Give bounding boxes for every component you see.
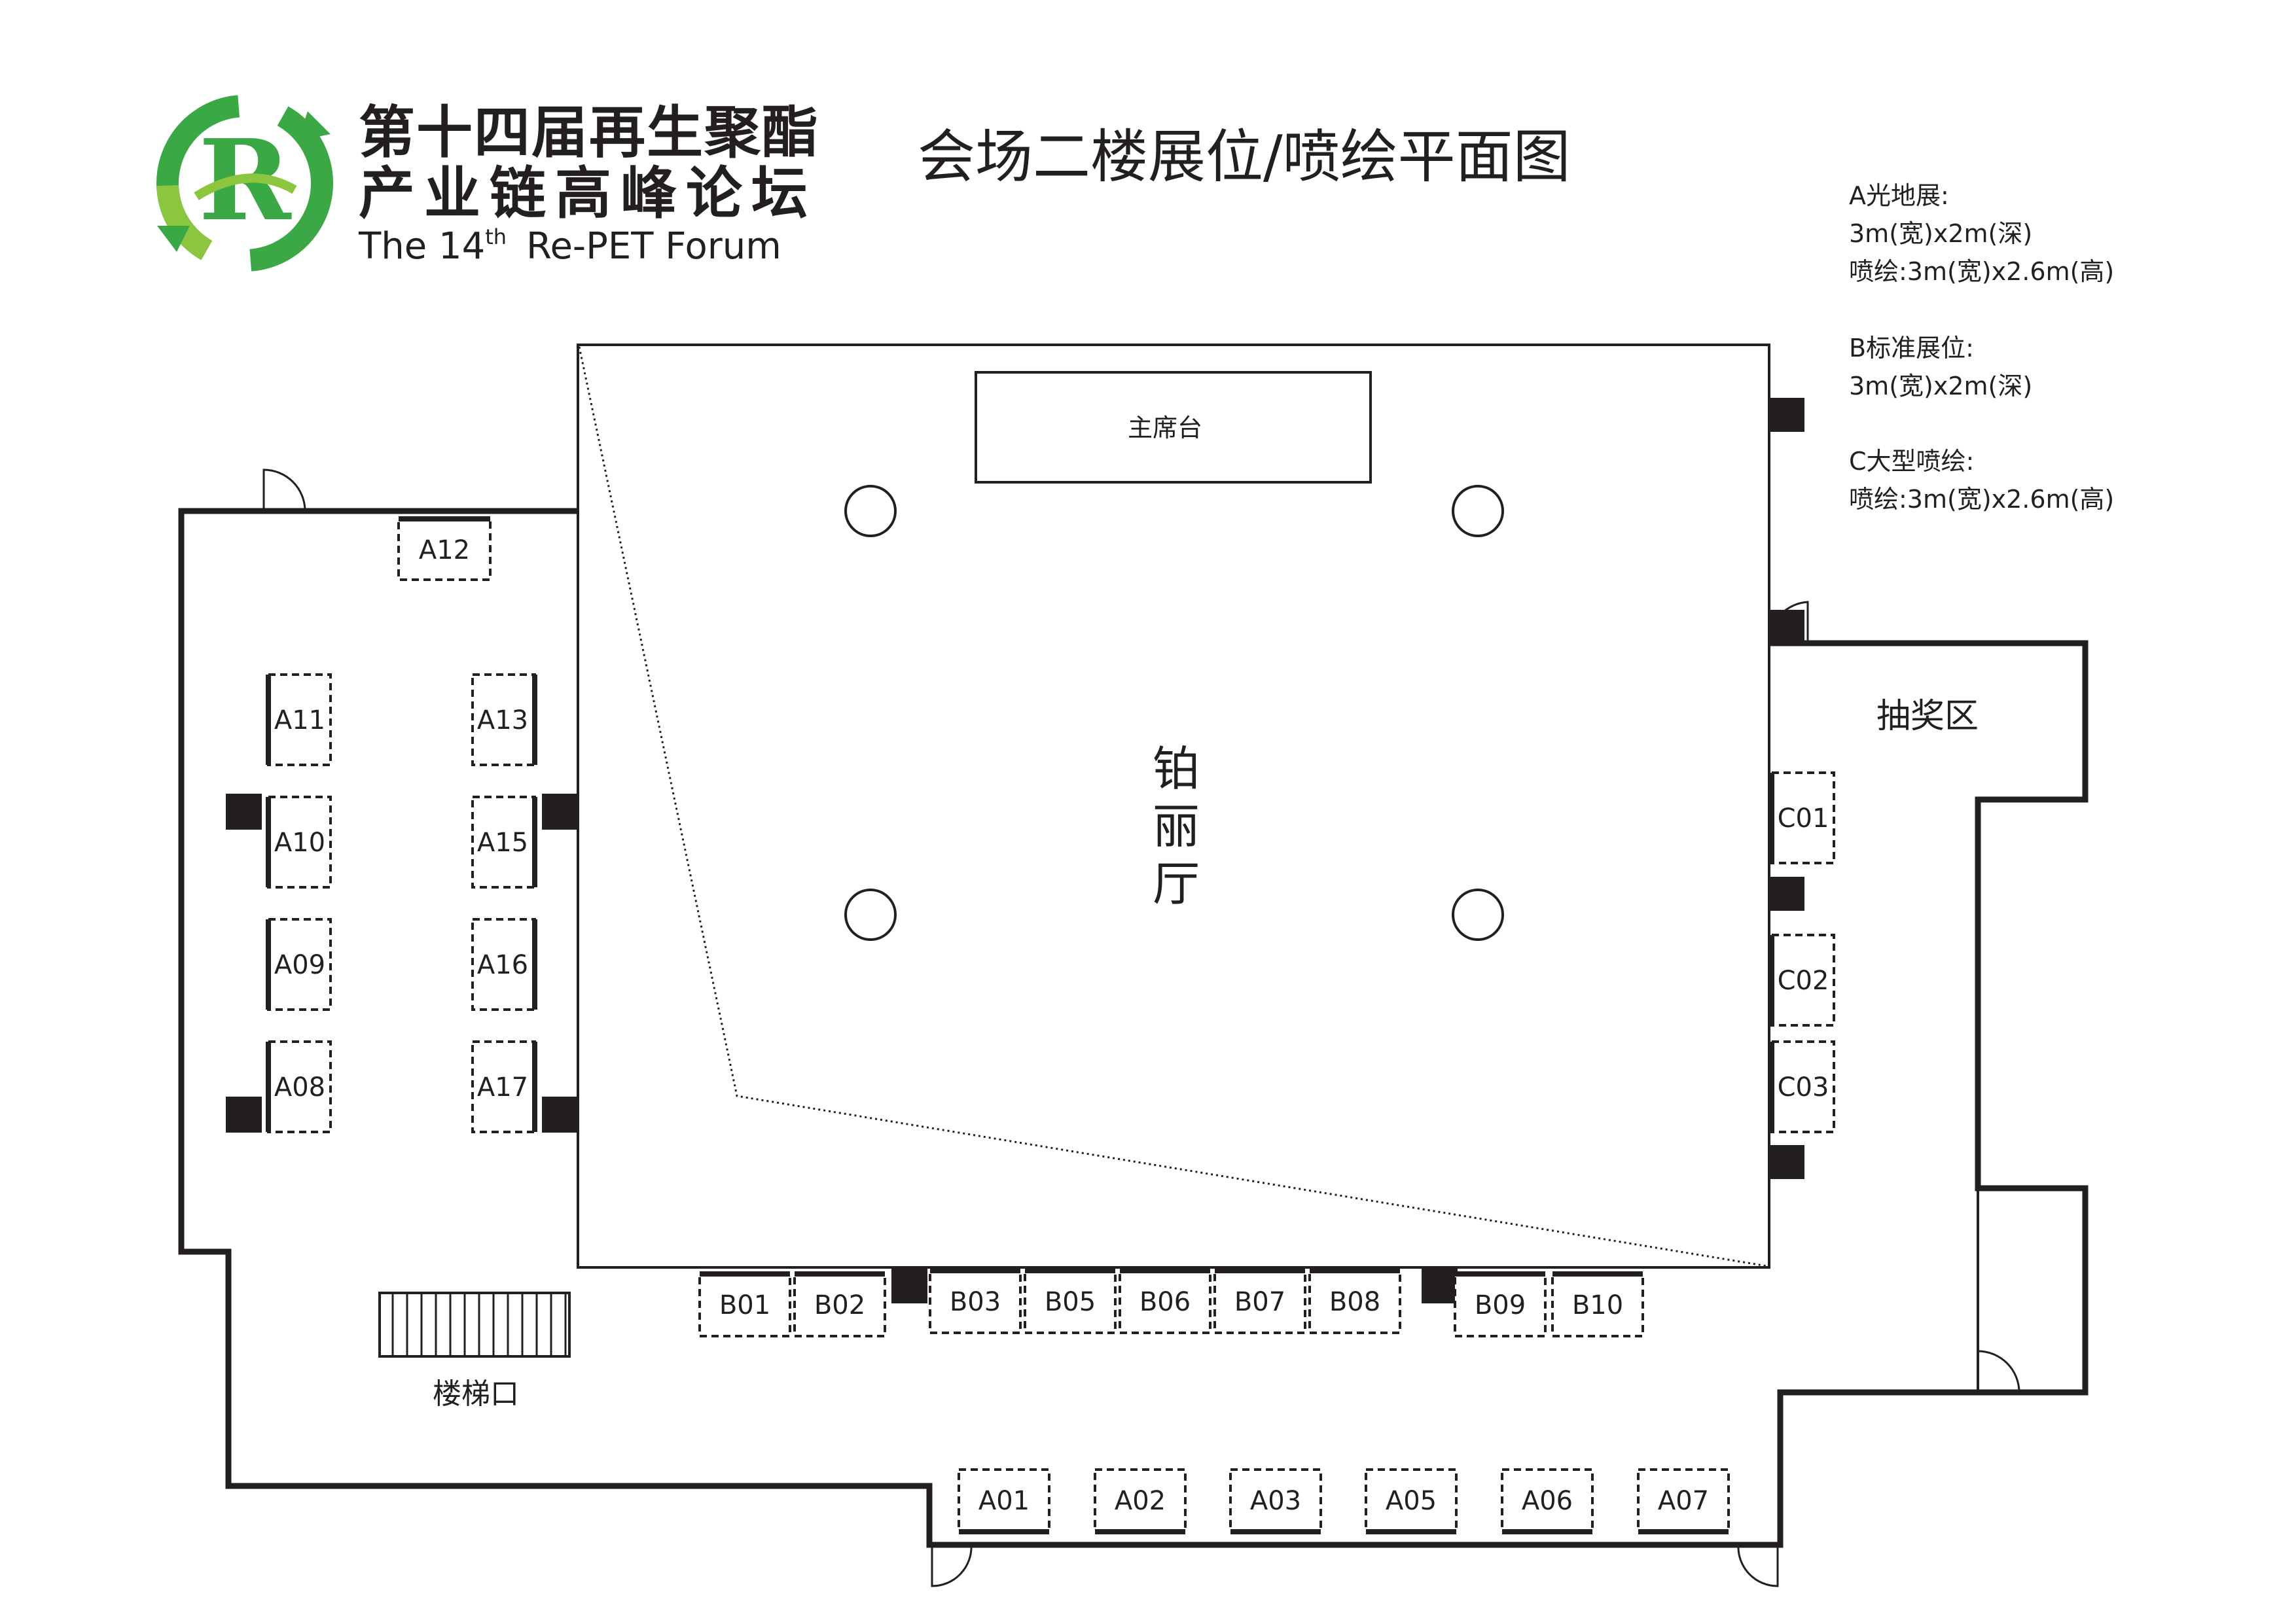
booth-b06[interactable]: B06 — [1119, 1268, 1211, 1334]
pillar — [1770, 398, 1804, 432]
svg-text:A05: A05 — [1386, 1486, 1437, 1516]
seating-boundary — [578, 346, 1768, 1267]
svg-text:B09: B09 — [1475, 1290, 1526, 1320]
booth-a15[interactable]: A15 — [471, 796, 537, 889]
svg-text:A08: A08 — [274, 1072, 325, 1103]
booth-a10[interactable]: A10 — [266, 796, 332, 889]
pillar — [1770, 877, 1804, 911]
legend-c-print: 喷绘:3m(宽)x2.6m(高) — [1849, 485, 2114, 514]
stairs — [378, 1292, 571, 1358]
booth-a11[interactable]: A11 — [266, 673, 332, 766]
door-icon — [931, 1544, 973, 1587]
svg-text:B10: B10 — [1572, 1290, 1623, 1320]
svg-text:A07: A07 — [1658, 1486, 1709, 1516]
svg-text:A12: A12 — [419, 535, 470, 565]
booth-a05[interactable]: A05 — [1365, 1468, 1458, 1534]
outer-wall-left — [178, 508, 2089, 1548]
booth-a01[interactable]: A01 — [958, 1468, 1050, 1534]
stage-label: 主席台 — [1128, 414, 1202, 442]
svg-text:A03: A03 — [1250, 1486, 1301, 1516]
pillar — [542, 794, 578, 830]
svg-text:A02: A02 — [1115, 1486, 1166, 1516]
pillar — [226, 1097, 262, 1133]
door-icon — [1737, 1544, 1779, 1587]
legend-a-size: 3m(宽)x2m(深) — [1849, 219, 2032, 248]
booth-a08[interactable]: A08 — [266, 1040, 332, 1133]
pillar — [226, 794, 262, 830]
svg-text:B03: B03 — [950, 1287, 1001, 1317]
forum-logo: R — [156, 95, 333, 272]
svg-text:C01: C01 — [1778, 803, 1829, 834]
door-icon — [1977, 1350, 2020, 1393]
svg-text:B08: B08 — [1329, 1287, 1380, 1317]
pillar — [1770, 1145, 1804, 1179]
legend-b-size: 3m(宽)x2m(深) — [1849, 372, 2032, 400]
booth-a06[interactable]: A06 — [1501, 1468, 1594, 1534]
svg-text:B01: B01 — [719, 1290, 770, 1320]
booth-a12[interactable]: A12 — [397, 516, 492, 581]
booth-a09[interactable]: A09 — [266, 918, 332, 1011]
svg-text:B05: B05 — [1045, 1287, 1096, 1317]
booth-a17[interactable]: A17 — [471, 1040, 537, 1133]
pillar — [891, 1267, 927, 1303]
svg-text:A06: A06 — [1522, 1486, 1573, 1516]
main-hall-name-1: 铂 — [1153, 741, 1200, 796]
svg-text:A10: A10 — [274, 828, 325, 858]
booth-a16[interactable]: A16 — [471, 918, 537, 1011]
legend-c-title: C大型喷绘: — [1849, 447, 1974, 476]
legend: A光地展: 3m(宽)x2m(深) 喷绘:3m(宽)x2.6m(高) B标准展位… — [1849, 181, 2114, 514]
booth-b08[interactable]: B08 — [1308, 1268, 1401, 1334]
svg-text:A01: A01 — [978, 1486, 1030, 1516]
booth-a03[interactable]: A03 — [1229, 1468, 1322, 1534]
booth-b05[interactable]: B05 — [1024, 1268, 1117, 1334]
svg-text:A16: A16 — [477, 950, 528, 980]
booth-c01[interactable]: C01 — [1769, 771, 1835, 864]
svg-text:C03: C03 — [1778, 1072, 1829, 1103]
booth-a13[interactable]: A13 — [471, 673, 537, 766]
booth-b09[interactable]: B09 — [1454, 1271, 1547, 1337]
legend-a-print: 喷绘:3m(宽)x2.6m(高) — [1849, 257, 2114, 286]
main-hall-name-2: 丽 — [1153, 799, 1200, 854]
svg-text:B06: B06 — [1139, 1287, 1191, 1317]
pillar — [1422, 1267, 1458, 1303]
booth-b01[interactable]: B01 — [698, 1271, 791, 1337]
svg-text:A09: A09 — [274, 950, 325, 980]
booth-c03[interactable]: C03 — [1769, 1040, 1835, 1133]
column — [1452, 889, 1504, 941]
booth-b10[interactable]: B10 — [1551, 1271, 1644, 1337]
stage — [975, 371, 1372, 484]
legend-a-title: A光地展: — [1849, 181, 1949, 210]
booth-b02[interactable]: B02 — [793, 1271, 886, 1337]
svg-text:A15: A15 — [477, 828, 528, 858]
svg-text:A17: A17 — [477, 1072, 528, 1103]
map-title: 会场二楼展位/喷绘平面图 — [918, 123, 1571, 190]
svg-text:A13: A13 — [477, 705, 528, 735]
pillar — [542, 1097, 578, 1133]
svg-text:C02: C02 — [1778, 966, 1829, 996]
pillar — [1770, 610, 1804, 644]
booth-b03[interactable]: B03 — [929, 1268, 1022, 1334]
booth-c02[interactable]: C02 — [1769, 934, 1835, 1027]
lottery-area-label: 抽奖区 — [1876, 697, 1979, 736]
booth-a02[interactable]: A02 — [1094, 1468, 1187, 1534]
stairs-label: 楼梯口 — [433, 1377, 519, 1411]
column — [844, 889, 897, 941]
legend-b-title: B标准展位: — [1849, 334, 1974, 362]
main-hall-name-3: 厅 — [1153, 856, 1200, 911]
booth-b07[interactable]: B07 — [1213, 1268, 1306, 1334]
svg-text:B02: B02 — [814, 1290, 865, 1320]
column — [844, 485, 897, 537]
booth-a07[interactable]: A07 — [1637, 1468, 1730, 1534]
svg-text:B07: B07 — [1234, 1287, 1285, 1317]
svg-text:A11: A11 — [274, 705, 325, 735]
column — [1452, 485, 1504, 537]
forum-name-line2: 产业链高峰论坛 — [359, 161, 817, 226]
door-icon — [262, 468, 306, 512]
lottery-alcove — [1977, 1187, 2085, 1392]
forum-name-line1: 第十四届再生聚酯 — [359, 100, 819, 166]
